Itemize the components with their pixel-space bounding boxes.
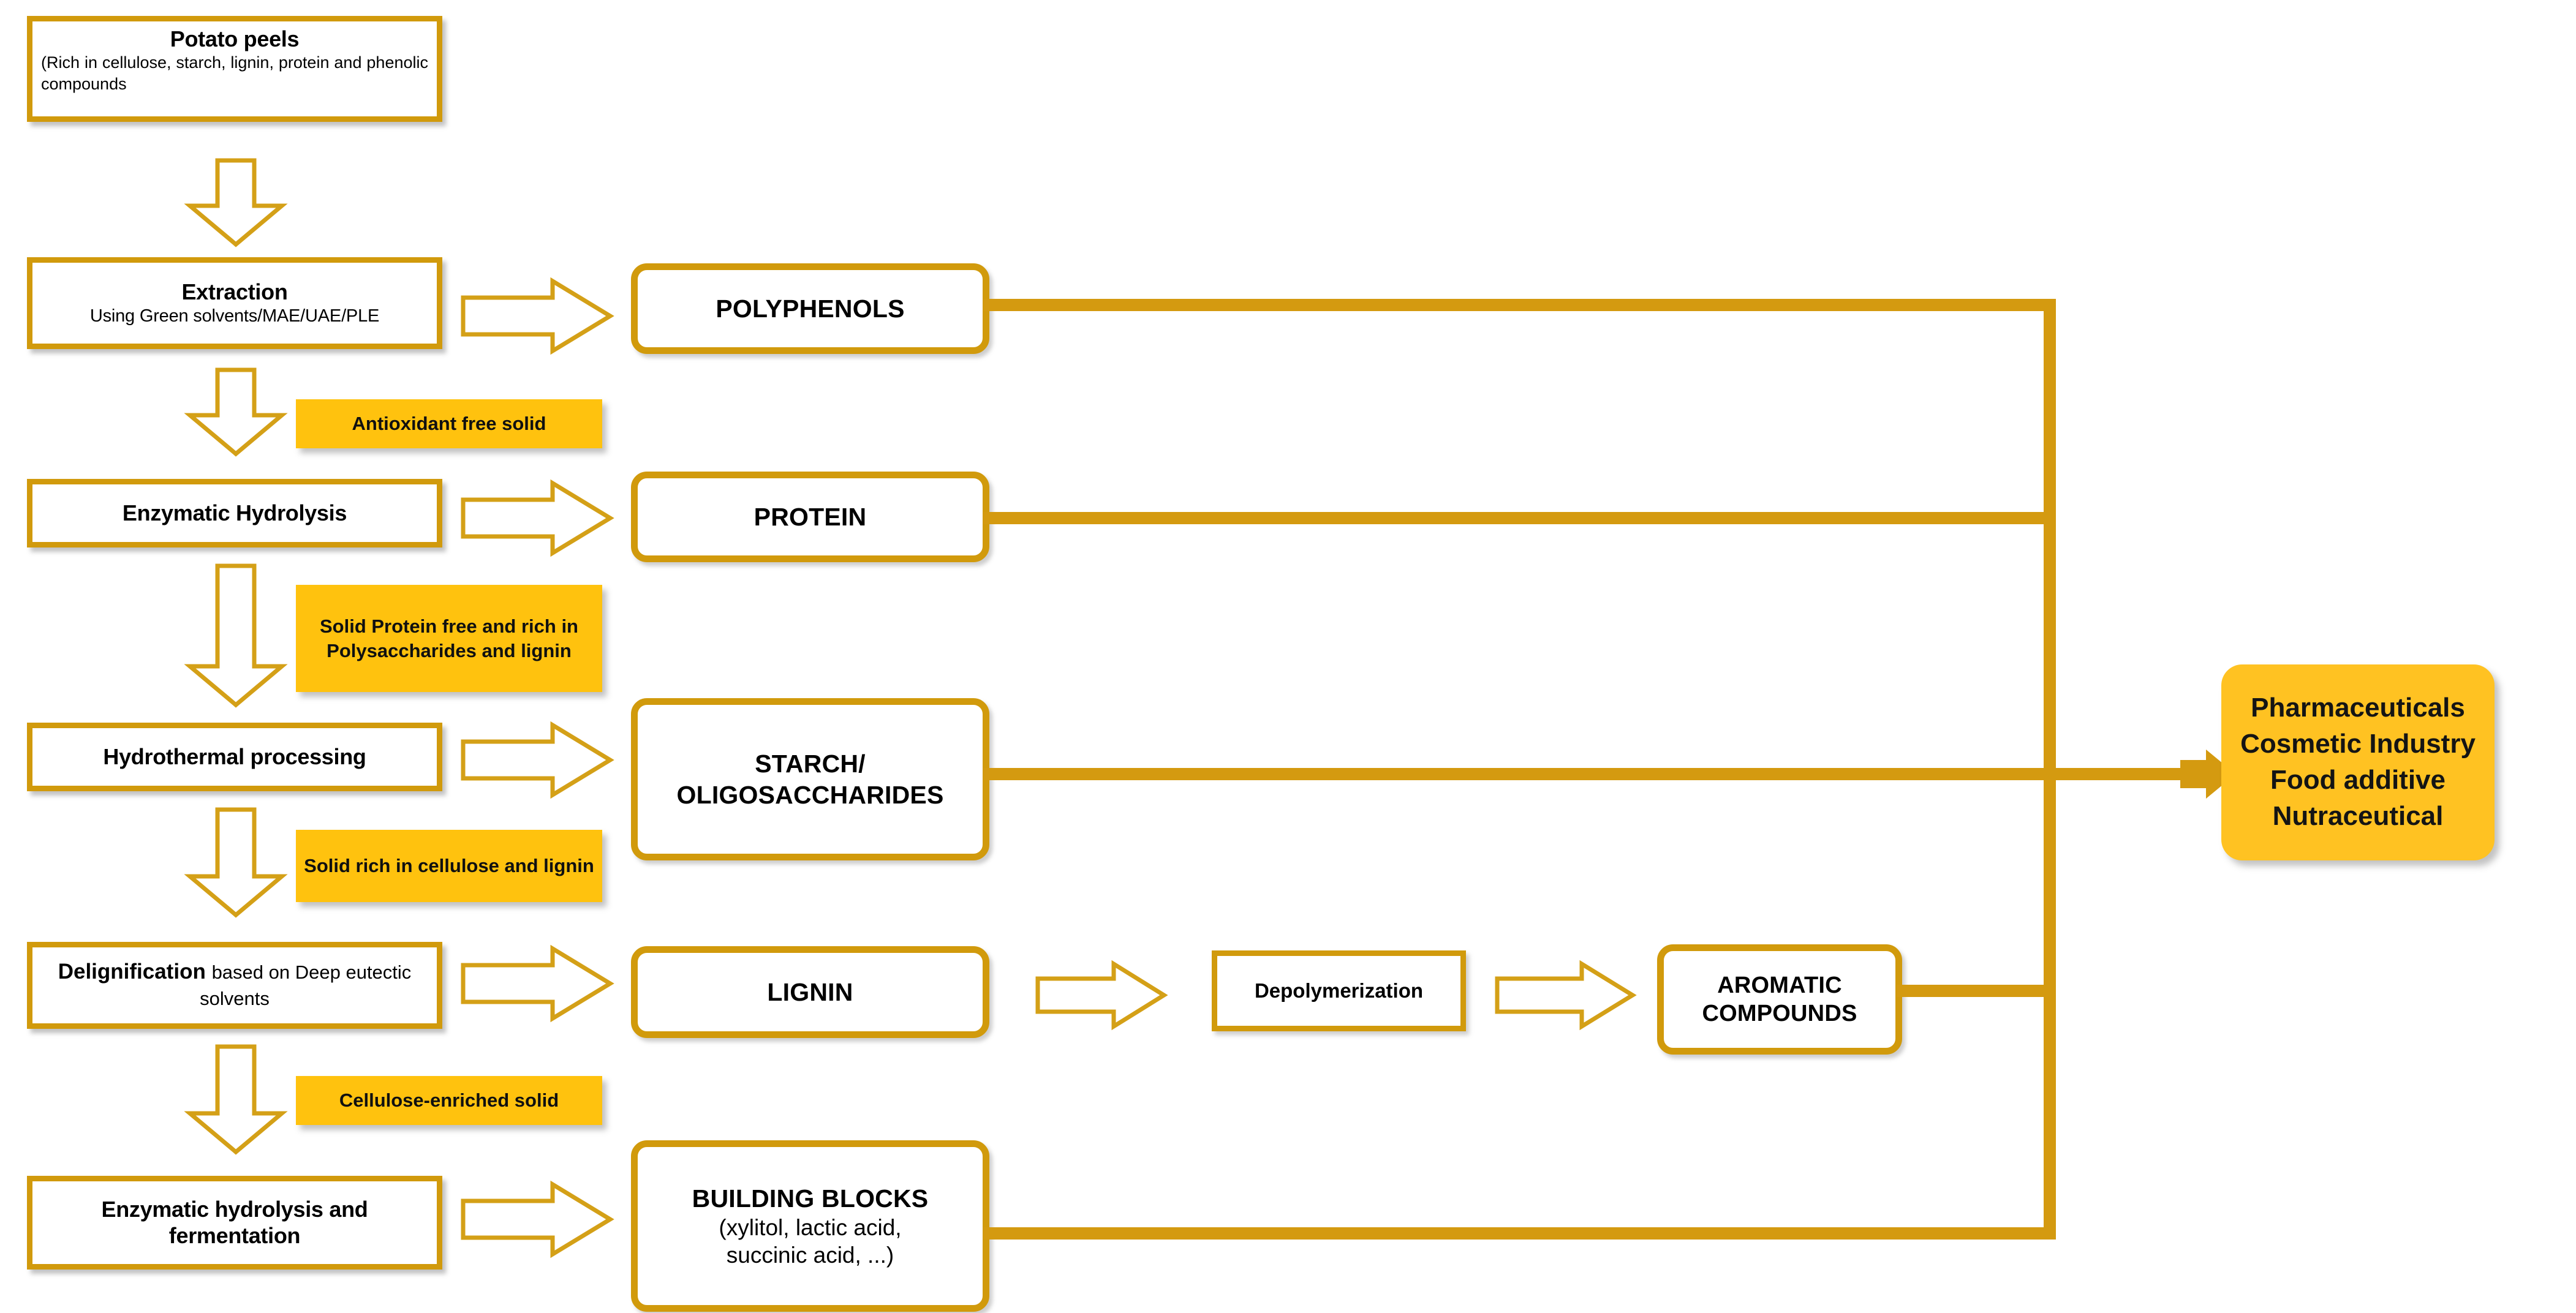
product-box-building-blocks: BUILDING BLOCKS (xylitol, lactic acid, s… [631,1140,989,1312]
product-label-aromatic-line2: COMPOUNDS [1702,1001,1857,1026]
stream-note-text: Cellulose-enriched solid [339,1089,559,1112]
delignification-qualifier: based on Deep eutectic solvents [200,961,412,1009]
right-block-arrow-icon-lignin-to-depoly [1035,960,1168,1031]
process-title-enzymatic-hydrolysis-fermentation: Enzymatic hydrolysis and fermentation [101,1197,368,1248]
process-title-extraction: Extraction [181,279,288,305]
stream-note-text: Solid Protein free and rich in Polysacch… [319,615,578,661]
process-subtitle-extraction: Using Green solvents/MAE/UAE/PLE [89,306,380,326]
product-label-polyphenols: POLYPHENOLS [716,294,905,323]
process-box-delignification: Delignification based on Deep eutectic s… [27,942,442,1029]
product-box-aromatic-compounds: AROMATIC COMPOUNDS [1657,944,1902,1055]
process-box-enzymatic-hydrolysis: Enzymatic Hydrolysis [27,479,442,547]
process-subtitle-potato-peels: (Rich in cellulose, starch, lignin, prot… [41,53,428,94]
connector-aromatic-compounds [1897,985,2056,997]
product-label-aromatic-line1: AROMATIC [1717,972,1842,998]
process-title-potato-peels: Potato peels [170,26,300,51]
product-label-starch-line1: STARCH/ [755,750,866,778]
process-box-extraction: Extraction Using Green solvents/MAE/UAE/… [27,257,442,349]
down-block-arrow-icon-5 [184,1044,288,1155]
process-box-enzymatic-hydrolysis-fermentation: Enzymatic hydrolysis and fermentation [27,1176,442,1270]
right-block-arrow-icon-depoly-to-aromatic [1495,960,1637,1031]
stream-note-solid-protein-free: Solid Protein free and rich in Polysacch… [296,585,602,692]
process-box-hydrothermal-processing: Hydrothermal processing [27,723,442,791]
right-block-arrow-icon-extraction [461,277,614,355]
right-block-arrow-icon-enzymatic-hydrolysis [461,479,614,557]
process-box-potato-peels: Potato peels (Rich in cellulose, starch,… [27,16,442,122]
destination-line-4: Nutraceutical [2272,800,2444,831]
destination-box-applications: Pharmaceuticals Cosmetic Industry Food a… [2221,664,2495,860]
right-block-arrow-icon-delignification [461,944,614,1023]
destination-line-3: Food additive [2270,765,2446,795]
product-label-lignin: LIGNIN [767,977,853,1006]
product-label-building-blocks: BUILDING BLOCKS [692,1184,929,1213]
process-title-depolymerization: Depolymerization [1254,979,1424,1003]
connector-polyphenols [983,299,2055,311]
stream-note-text: Solid rich in cellulose and lignin [304,855,594,877]
process-title-delignification: Delignification based on Deep eutectic s… [41,959,428,1011]
product-box-protein: PROTEIN [631,472,989,562]
process-title-hydrothermal-processing: Hydrothermal processing [103,743,366,769]
destination-line-2: Cosmetic Industry [2240,729,2476,759]
product-box-polyphenols: POLYPHENOLS [631,263,989,354]
stream-note-antioxidant-free-solid: Antioxidant free solid [296,399,602,448]
solid-arrowhead-icon-destination [2180,749,2236,799]
product-label-starch-line2: OLIGOSACCHARIDES [676,780,944,809]
process-box-depolymerization: Depolymerization [1212,950,1466,1031]
down-block-arrow-icon-4 [184,807,288,918]
product-label-protein: PROTEIN [754,502,867,531]
connector-building-blocks [983,1227,2056,1240]
product-sub-building-blocks-line1: (xylitol, lactic acid, [719,1214,902,1240]
connector-starch [983,768,2215,780]
down-block-arrow-icon-3 [184,563,288,708]
product-box-starch-oligosaccharides: STARCH/ OLIGOSACCHARIDES [631,698,989,860]
stream-note-text: Antioxidant free solid [352,413,546,435]
process-title-enzymatic-hydrolysis: Enzymatic Hydrolysis [122,500,347,525]
delignification-strong: Delignification [58,960,206,984]
destination-line-1: Pharmaceuticals [2251,693,2465,723]
product-box-lignin: LIGNIN [631,946,989,1038]
stream-note-cellulose-enriched-solid: Cellulose-enriched solid [296,1076,602,1125]
connector-vertical-bus [2044,299,2056,1240]
connector-protein [983,512,2055,524]
right-block-arrow-icon-fermentation [461,1180,614,1258]
stream-note-solid-rich-cellulose: Solid rich in cellulose and lignin [296,830,602,902]
down-block-arrow-icon-1 [184,158,288,247]
product-sub-building-blocks-line2: succinic acid, ...) [726,1243,894,1268]
right-block-arrow-icon-hydrothermal [461,721,614,799]
down-block-arrow-icon-2 [184,367,288,457]
